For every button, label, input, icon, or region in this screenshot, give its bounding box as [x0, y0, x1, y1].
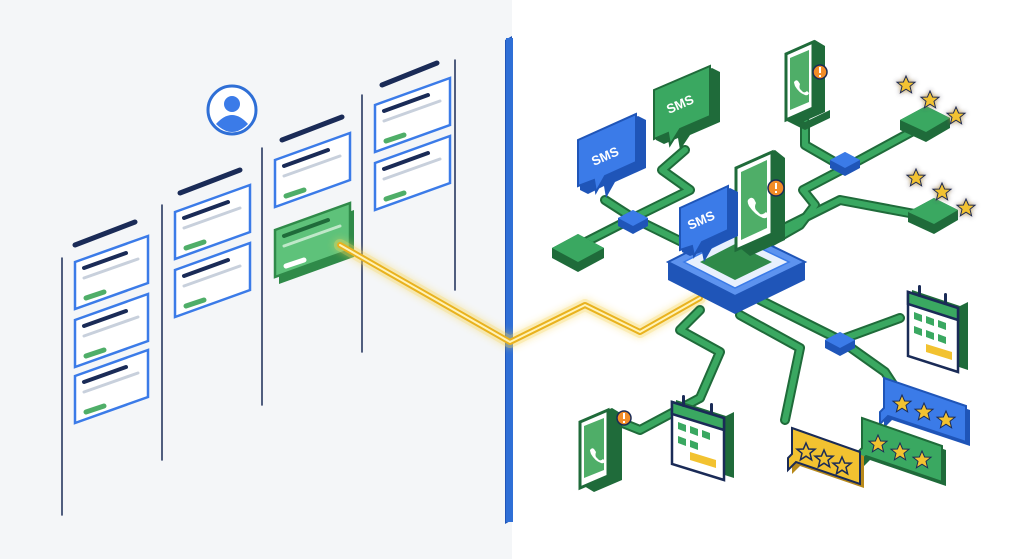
endpoint-block [908, 198, 958, 234]
phone-call-icon [590, 448, 605, 464]
star-icon [920, 90, 940, 109]
alert-badge-icon [812, 64, 828, 80]
kanban-card[interactable] [373, 76, 452, 154]
endpoint-blocks [552, 106, 958, 272]
kanban-card[interactable] [73, 348, 150, 425]
review-bubble-yellow [787, 426, 864, 488]
kanban-column-2 [173, 183, 252, 319]
sync-connector [334, 239, 706, 348]
bottom-phone [578, 407, 632, 492]
phone-call-icon [794, 80, 809, 96]
kanban-card-highlighted[interactable] [273, 201, 354, 284]
junction-node [830, 152, 860, 176]
kanban-column-3 [206, 84, 354, 284]
sms-bubble-hub: SMS [679, 184, 738, 262]
kanban-card[interactable] [373, 134, 452, 212]
kanban-card[interactable] [173, 183, 252, 261]
kanban-column-4 [373, 76, 452, 212]
phone-call-icon [747, 197, 769, 219]
star-icon [906, 168, 926, 187]
kanban-column-dividers [61, 59, 456, 516]
calendar-icon [906, 285, 968, 374]
sms-bubble-left: SMS [577, 112, 646, 198]
star-icon [896, 75, 916, 94]
sms-bubble-top: SMS [653, 64, 720, 150]
junction-nodes [618, 152, 860, 356]
floating-stars [896, 75, 976, 217]
junction-node [618, 210, 648, 234]
star-icon [932, 182, 952, 201]
endpoint-block [552, 234, 604, 272]
kanban-card[interactable] [73, 292, 150, 369]
kanban-column-headers [72, 60, 440, 248]
alert-badge-icon [616, 410, 632, 426]
hub-phone [734, 149, 785, 256]
alert-badge-icon [767, 179, 785, 197]
user-avatar-icon [206, 84, 258, 136]
kanban-card[interactable] [173, 241, 252, 319]
kanban-column-1 [73, 234, 150, 425]
top-phone [784, 39, 830, 130]
kanban-card[interactable] [273, 131, 352, 209]
junction-node [825, 332, 855, 356]
review-bubble-blue [879, 376, 970, 446]
calendar-icon [670, 395, 734, 482]
star-icon [956, 198, 976, 217]
kanban-card[interactable] [73, 234, 150, 311]
panel-divider [505, 36, 513, 524]
endpoint-block [900, 106, 950, 142]
kanban-board [61, 59, 456, 516]
